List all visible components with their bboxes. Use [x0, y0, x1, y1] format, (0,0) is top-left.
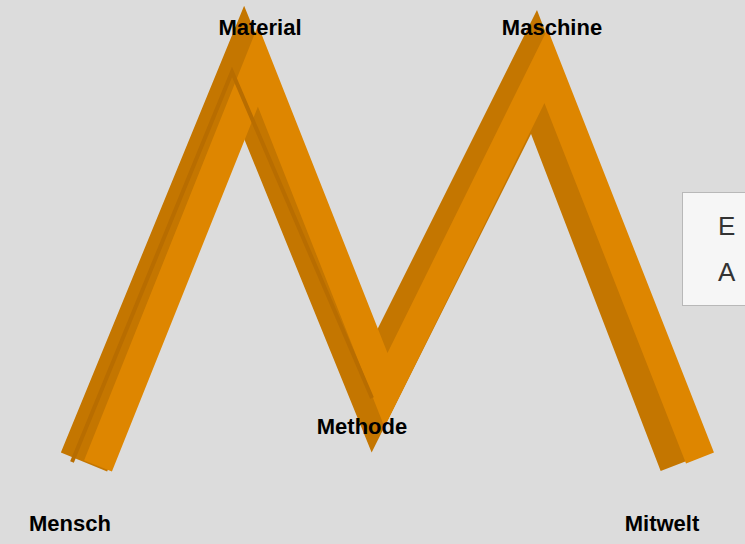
m-label: Maschine: [502, 15, 602, 41]
m-face: [98, 66, 700, 466]
box-text: E A: [718, 203, 719, 295]
m-label: Mitwelt: [625, 511, 700, 537]
m-edge: [72, 72, 372, 462]
text-box: E A: [682, 192, 745, 306]
m-label: Methode: [317, 414, 407, 440]
m-label: Material: [218, 15, 301, 41]
m-label: Mensch: [29, 511, 111, 537]
